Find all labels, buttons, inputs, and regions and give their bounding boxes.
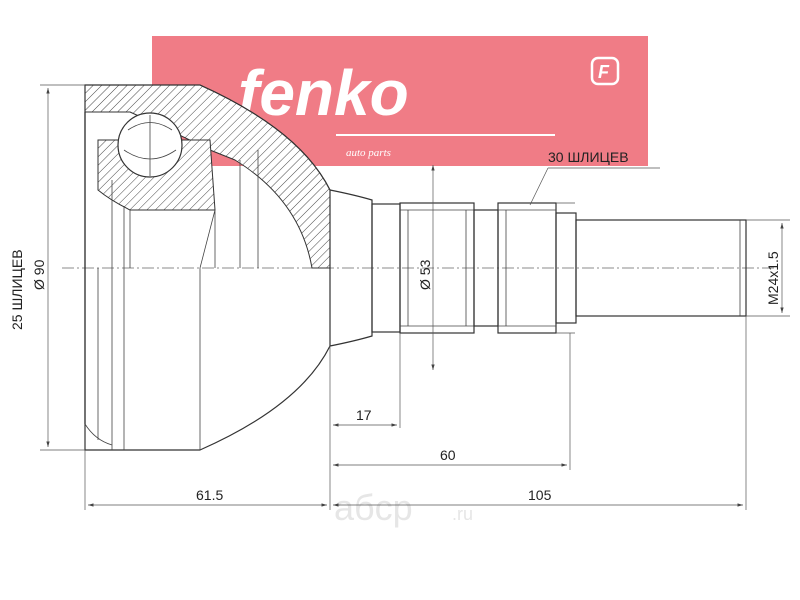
dim-shaft-splines: 30 ШЛИЦЕВ — [529, 149, 660, 334]
dim-61-5-label: 61.5 — [196, 487, 223, 503]
dim-thread: M24x1.5 — [746, 219, 790, 317]
shaft-splines-label: 30 ШЛИЦЕВ — [548, 149, 629, 165]
shaft — [329, 189, 747, 347]
dim-60-label: 60 — [440, 447, 456, 463]
logo-brand: fenko — [238, 57, 409, 129]
shaft-diameter-label: Ø 53 — [417, 259, 433, 290]
logo-tagline: auto parts — [346, 147, 391, 159]
watermark-name: aбcp — [334, 487, 413, 528]
outer-splines-label: 25 ШЛИЦЕВ — [9, 249, 25, 330]
watermark-tld: .ru — [452, 504, 473, 524]
dim-105-label: 105 — [528, 487, 552, 503]
leader-line — [529, 167, 549, 206]
housing-fillet — [84, 423, 113, 446]
thread-label: M24x1.5 — [765, 251, 781, 305]
dim-17-label: 17 — [356, 407, 372, 423]
dim-105: 105 — [333, 487, 743, 507]
outer-diameter-label: Ø 90 — [31, 259, 47, 290]
housing — [84, 84, 331, 451]
watermark: aбcp .ru — [334, 487, 473, 528]
threaded-end — [575, 219, 747, 317]
dim-outer-diameter: 25 ШЛИЦЕВ Ø 90 — [9, 84, 85, 451]
inner-cage — [199, 209, 216, 450]
dim-61-5: 61.5 — [88, 487, 327, 507]
dim-60: 60 — [333, 447, 567, 467]
logo-badge-frame — [590, 56, 620, 86]
dim-shaft-diameter: Ø 53 — [417, 165, 435, 370]
dim-17: 17 — [333, 407, 397, 427]
ext-lines-bottom — [84, 316, 747, 510]
logo-badge: F — [598, 62, 610, 82]
ball-detail — [123, 115, 177, 176]
